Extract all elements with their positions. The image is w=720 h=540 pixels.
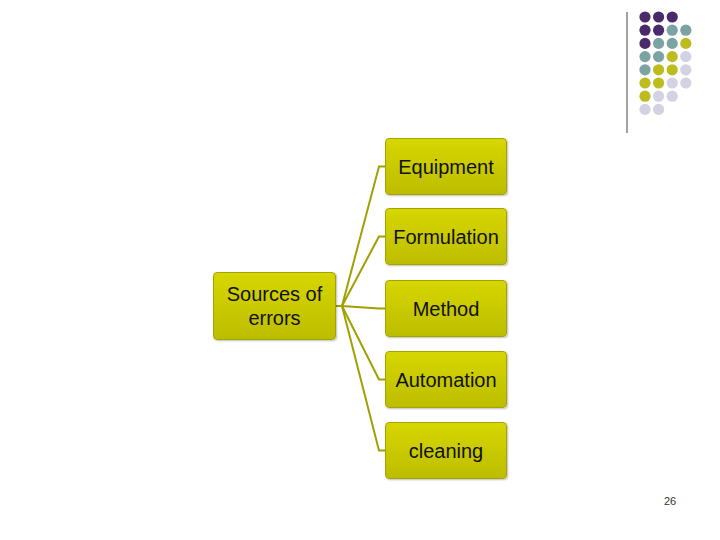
decor-dot — [680, 25, 691, 36]
decor-dot — [639, 38, 650, 49]
box-label: cleaning — [409, 439, 484, 463]
decor-dot — [680, 64, 691, 75]
root-box: Sources of errors — [213, 272, 336, 340]
decor-dot — [667, 38, 678, 49]
dot-grid — [639, 11, 691, 115]
decor-dot — [667, 11, 678, 22]
branch-box: Automation — [385, 351, 507, 408]
box-label: Method — [413, 297, 480, 321]
connector — [336, 237, 385, 307]
branch-box: Method — [385, 280, 507, 337]
decor-dot — [653, 64, 664, 75]
box-label: Automation — [395, 368, 496, 392]
decor-dot — [653, 51, 664, 62]
decor-dot — [653, 91, 664, 102]
decor-dot — [653, 77, 664, 88]
decor-dot — [680, 77, 691, 88]
page-number: 26 — [664, 495, 676, 507]
decor-dot — [639, 64, 650, 75]
branch-box: Equipment — [385, 138, 507, 195]
connector — [336, 167, 385, 307]
decor-dot — [653, 25, 664, 36]
decor-dot — [639, 11, 650, 22]
box-label: Formulation — [393, 225, 499, 249]
decor-dot — [639, 51, 650, 62]
decor-dot — [667, 25, 678, 36]
decor-dot — [667, 77, 678, 88]
branch-box: cleaning — [385, 422, 507, 479]
connector — [336, 306, 385, 451]
decor-dot — [639, 25, 650, 36]
decor-dot — [680, 38, 691, 49]
branch-box: Formulation — [385, 208, 507, 265]
box-label: Equipment — [398, 155, 494, 179]
divider-line — [627, 12, 628, 133]
decor-dot — [653, 104, 664, 115]
decor-dot — [639, 91, 650, 102]
decor-dot — [667, 91, 678, 102]
decor-dot — [680, 51, 691, 62]
decor-dot — [639, 104, 650, 115]
decor-dot — [653, 38, 664, 49]
box-label: Sources of errors — [220, 282, 329, 330]
decor-dot — [653, 11, 664, 22]
decor-dot — [667, 64, 678, 75]
decor-dot — [667, 51, 678, 62]
decor-dot — [639, 77, 650, 88]
connector — [336, 306, 385, 380]
